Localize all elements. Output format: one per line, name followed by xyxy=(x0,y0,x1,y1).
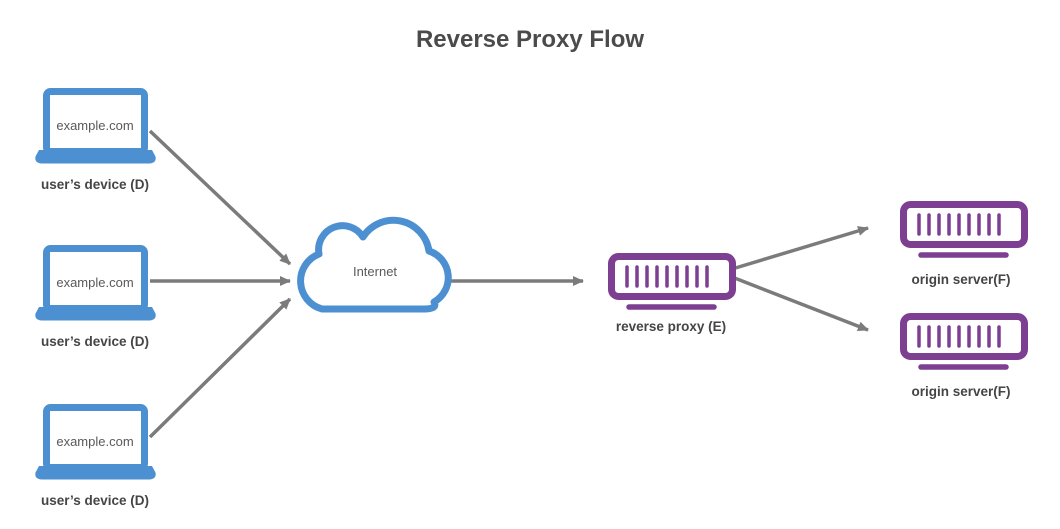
arrow-proxy-to-origin1 xyxy=(731,226,869,271)
laptop-icon xyxy=(35,404,156,480)
server-icon xyxy=(900,313,1028,370)
cloud-icon xyxy=(297,216,452,313)
user-device-2: example.com user’s device (D) xyxy=(35,245,156,349)
laptop-icon xyxy=(35,88,156,164)
origin-server-2: origin server(F) xyxy=(900,313,1028,399)
origin-server-label: origin server(F) xyxy=(911,384,1010,399)
device-screen-text: example.com xyxy=(56,275,133,290)
internet-node: Internet xyxy=(297,216,452,313)
device-screen-text: example.com xyxy=(56,434,133,449)
device-label: user’s device (D) xyxy=(41,334,149,349)
arrow-proxy-to-origin2 xyxy=(731,275,869,332)
device-label: user’s device (D) xyxy=(41,177,149,192)
server-icon xyxy=(900,201,1028,258)
user-device-3: example.com user’s device (D) xyxy=(35,404,156,508)
arrow-device1-to-internet xyxy=(148,129,292,266)
diagram-title: Reverse Proxy Flow xyxy=(416,26,644,53)
arrow-device3-to-internet xyxy=(148,297,292,439)
device-screen-text: example.com xyxy=(56,118,133,133)
laptop-icon xyxy=(35,245,156,321)
internet-label: Internet xyxy=(353,264,397,279)
device-label: user’s device (D) xyxy=(41,493,149,508)
origin-server-label: origin server(F) xyxy=(911,272,1010,287)
flow-arrows xyxy=(148,129,869,439)
server-icon xyxy=(608,253,736,310)
reverse-proxy-node: reverse proxy (E) xyxy=(608,253,736,334)
reverse-proxy-label: reverse proxy (E) xyxy=(616,319,726,334)
origin-server-1: origin server(F) xyxy=(900,201,1028,287)
user-device-1: example.com user’s device (D) xyxy=(35,88,156,192)
